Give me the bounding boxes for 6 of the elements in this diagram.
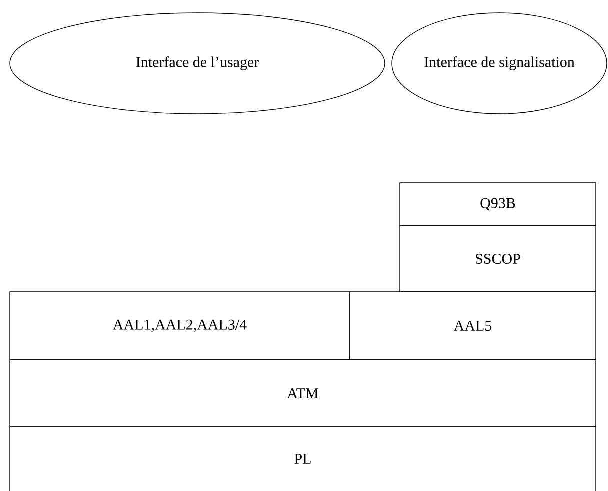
layer-box: PL [10,426,596,491]
layer-box: AAL1,AAL2,AAL3/4 [10,292,350,360]
layer-box: ATM [10,360,596,428]
layer-box: AAL5 [350,292,596,360]
layer-box: Q93B [400,182,596,226]
layer-box: SSCOP [400,226,596,292]
